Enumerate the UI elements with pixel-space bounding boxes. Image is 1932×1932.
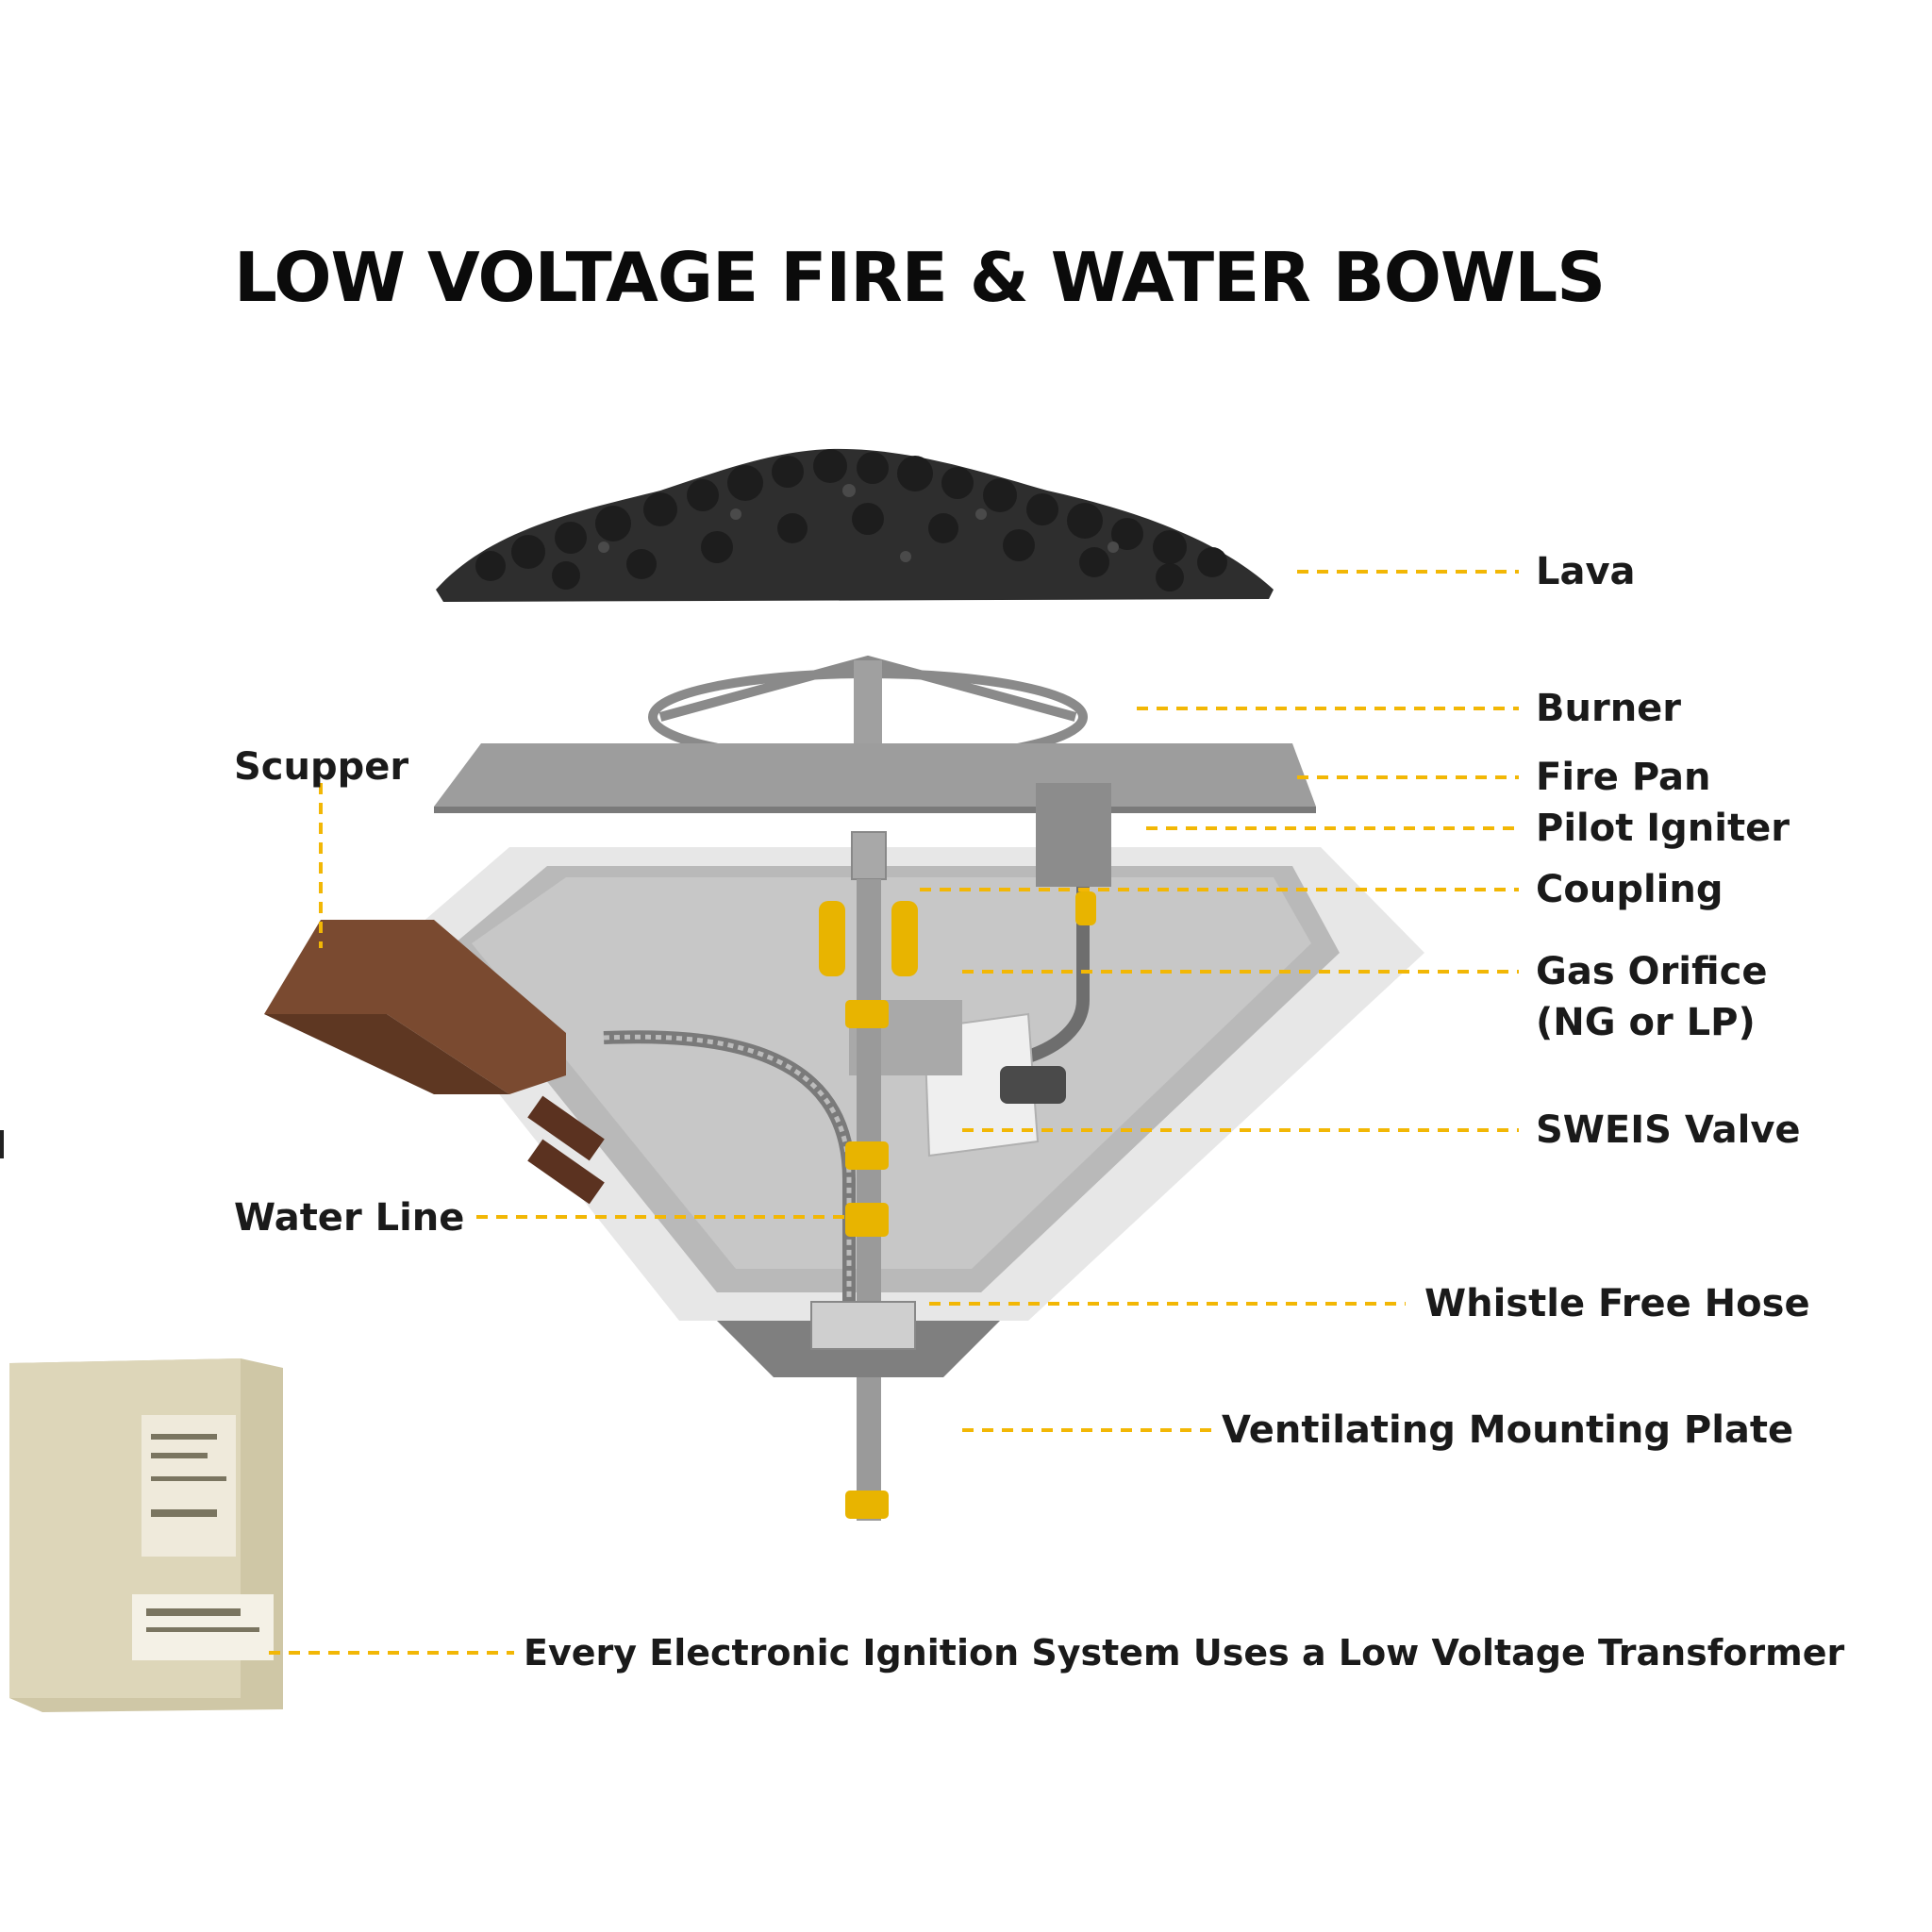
pilot-igniter bbox=[1036, 783, 1111, 887]
leader-lines bbox=[269, 570, 1519, 1655]
callout-lava: Lava bbox=[1536, 550, 1636, 593]
coupling-fittings bbox=[819, 891, 1096, 976]
callout-ventilating-mounting-plate: Ventilating Mounting Plate bbox=[1222, 1408, 1794, 1452]
pilot-tube bbox=[1025, 887, 1090, 1063]
callout-gas-orifice: Gas Orifice bbox=[1536, 950, 1768, 993]
scupper bbox=[264, 920, 605, 1205]
callout-gas-orifice-type: (NG or LP) bbox=[1536, 1001, 1756, 1044]
burner-riser bbox=[854, 660, 882, 755]
lava-rocks bbox=[436, 448, 1274, 602]
callout-coupling: Coupling bbox=[1536, 868, 1724, 911]
callout-sweis-valve: SWEIS Valve bbox=[1536, 1108, 1801, 1152]
edge-mark bbox=[0, 1130, 4, 1158]
callout-fire-pan: Fire Pan bbox=[1536, 756, 1711, 799]
gas-stack bbox=[845, 831, 889, 1521]
callout-water-line: Water Line bbox=[234, 1196, 465, 1240]
callout-transformer-note: Every Electronic Ignition System Uses a … bbox=[524, 1632, 1845, 1674]
callout-whistle-free-hose: Whistle Free Hose bbox=[1424, 1282, 1810, 1325]
fire-pan bbox=[434, 743, 1316, 807]
low-voltage-transformer bbox=[9, 1358, 283, 1712]
callout-pilot-igniter: Pilot Igniter bbox=[1536, 807, 1790, 850]
callout-scupper: Scupper bbox=[234, 745, 409, 789]
callout-burner: Burner bbox=[1536, 687, 1682, 730]
page-title: LOW VOLTAGE FIRE & WATER BOWLS bbox=[234, 238, 1606, 317]
